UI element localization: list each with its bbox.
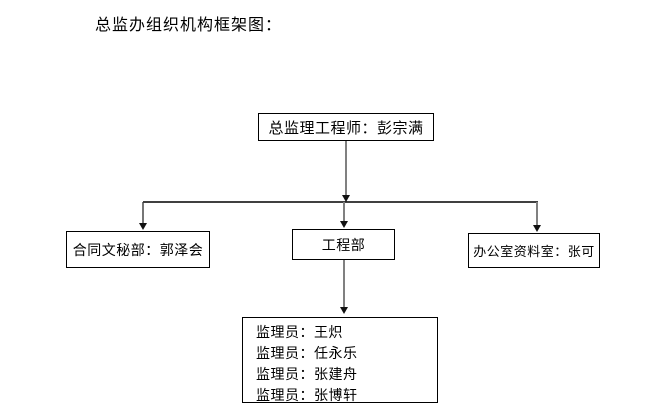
arrowhead-root-down-icon [342,195,350,202]
arrowhead-drop-middle-icon [340,221,348,228]
org-box-chief-engineer: 总监理工程师：彭宗满 [258,113,434,141]
org-box-engineering-dept-label: 工程部 [321,237,366,254]
org-box-office-archive-label: 办公室资料室：张可 [473,245,595,260]
arrowhead-engineering-down-icon [340,307,348,314]
supervisor-line: 监理员：张博轩 [256,388,358,404]
org-box-contract-secretary: 合同文秘部：郭泽会 [66,231,210,268]
org-box-supervisors: 监理员：王炽 监理员：任永乐 监理员：张建舟 监理员：张博轩 [242,317,438,404]
page-title: 总监办组织机构框架图： [95,15,283,34]
supervisor-line: 监理员：任永乐 [256,346,358,362]
org-box-chief-engineer-label: 总监理工程师：彭宗满 [268,118,424,137]
org-box-office-archive: 办公室资料室：张可 [468,233,600,268]
arrowhead-drop-left-icon [139,223,147,230]
supervisor-line: 监理员：张建舟 [256,367,358,383]
org-box-contract-secretary-label: 合同文秘部：郭泽会 [72,242,204,259]
org-box-engineering-dept: 工程部 [292,229,395,260]
arrowhead-drop-right-icon [533,225,541,232]
supervisor-line: 监理员：王炽 [256,325,343,341]
